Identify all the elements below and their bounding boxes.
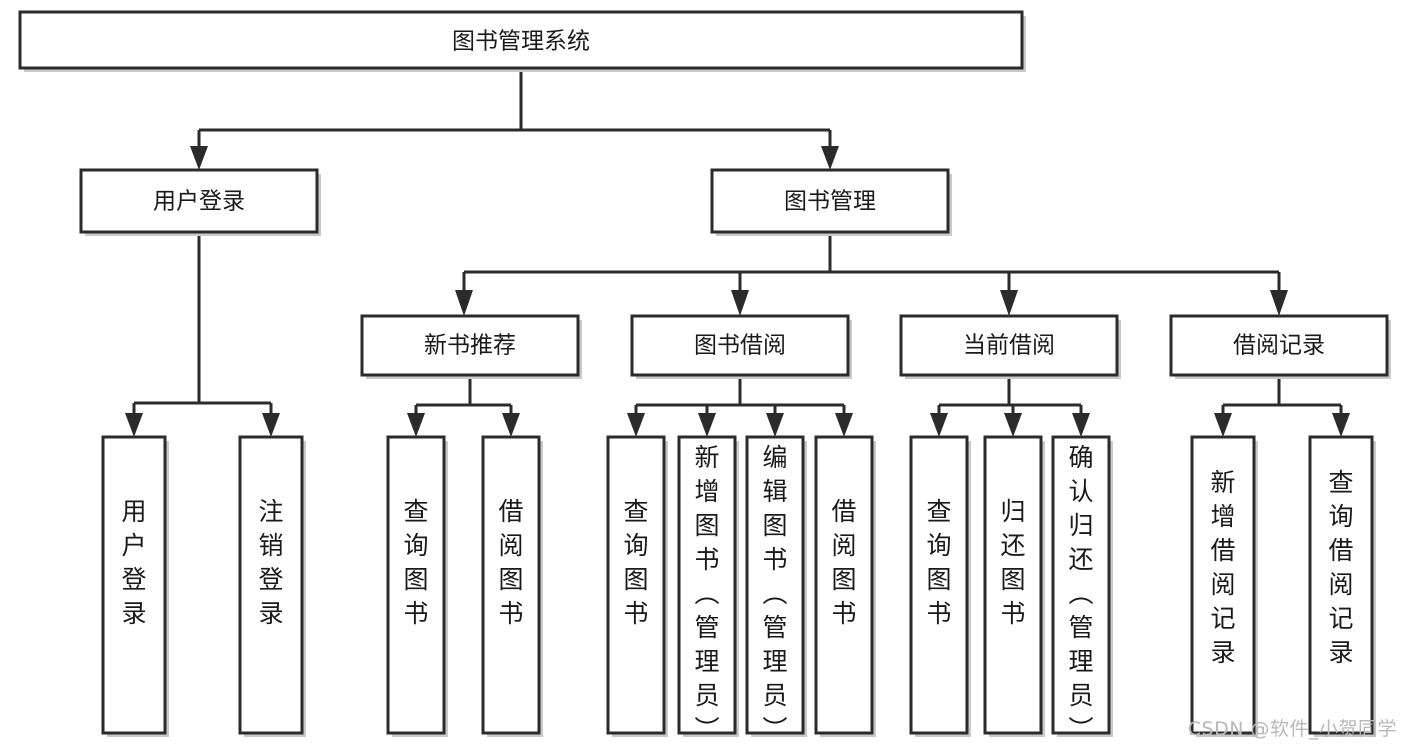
- arrow-borrow-leaf-1: [627, 413, 645, 437]
- leaf-node[interactable]: 确认归还︵管理员︶: [1051, 435, 1113, 744]
- leaf-box-return-book[interactable]: [983, 435, 1043, 735]
- arrow-books-to-newbook: [455, 290, 473, 316]
- leaf-box-query-borrow-record[interactable]: [1308, 435, 1374, 735]
- node-book-borrow-box[interactable]: [630, 314, 850, 377]
- node-book-management-label: 图书管理: [784, 189, 876, 215]
- leaf-node[interactable]: 查询图书: [909, 435, 971, 737]
- arrow-books-to-borrow: [731, 290, 749, 316]
- leaf-box-add-book-admin[interactable]: [677, 435, 737, 735]
- csdn-watermark: CSDN @软件_小贺同学: [1187, 718, 1397, 740]
- node-new-book-recommend-box[interactable]: [360, 314, 580, 377]
- leaf-box-add-borrow-record[interactable]: [1190, 435, 1256, 735]
- node-current-borrow-box[interactable]: [899, 314, 1119, 377]
- node-book-borrow[interactable]: 图书借阅: [630, 314, 852, 379]
- leaf-box-query-book-1[interactable]: [386, 435, 446, 735]
- leaf-node[interactable]: 用户登录: [101, 435, 169, 737]
- connector-layer: [125, 68, 1350, 437]
- leaf-label: 查询借阅记录: [1328, 468, 1353, 667]
- arrow-books-to-record: [1270, 290, 1288, 316]
- leaf-nodes-layer: 用户登录 注销登录 查询图书 借阅图书 查询图书: [101, 435, 1376, 744]
- node-book-management-box[interactable]: [710, 168, 950, 234]
- leaf-box-confirm-return-admin[interactable]: [1051, 435, 1111, 735]
- arrow-newbook-leaf-2: [502, 413, 520, 437]
- arrow-root-to-login: [190, 146, 208, 170]
- node-root-box[interactable]: [18, 10, 1024, 70]
- node-borrow-record-label: 借阅记录: [1233, 333, 1325, 359]
- leaf-node[interactable]: 编辑图书︵管理员︶: [745, 435, 807, 744]
- arrow-record-leaf-2: [1332, 413, 1350, 437]
- leaf-node[interactable]: 查询图书: [386, 435, 448, 737]
- arrow-login-leaf-1: [125, 413, 143, 437]
- node-book-management[interactable]: 图书管理: [710, 168, 952, 236]
- node-user-login[interactable]: 用户登录: [79, 168, 321, 236]
- leaf-label: 注销登录: [258, 497, 283, 628]
- leaf-label: 用户登录: [121, 497, 146, 628]
- arrow-root-to-books: [821, 146, 839, 170]
- node-current-borrow-label: 当前借阅: [963, 333, 1055, 359]
- node-user-login-label: 用户登录: [153, 189, 245, 215]
- node-borrow-record[interactable]: 借阅记录: [1169, 314, 1391, 379]
- leaf-label: 借阅图书: [831, 497, 856, 628]
- leaf-box-borrow-book-1[interactable]: [481, 435, 541, 735]
- node-root-label: 图书管理系统: [452, 29, 590, 55]
- leaf-node[interactable]: 归还图书: [983, 435, 1045, 737]
- leaf-box-query-book-2[interactable]: [606, 435, 666, 735]
- arrow-current-leaf-1: [930, 413, 948, 437]
- arrow-borrow-leaf-2: [698, 413, 716, 437]
- leaf-box-query-book-3[interactable]: [909, 435, 969, 735]
- arrow-login-leaf-2: [262, 413, 280, 437]
- arrow-borrow-leaf-4: [835, 413, 853, 437]
- leaf-label: 新增图书︵管理员︶: [694, 443, 719, 744]
- leaf-box-logout[interactable]: [238, 435, 304, 735]
- arrow-books-to-current: [1000, 290, 1018, 316]
- leaf-node[interactable]: 借阅图书: [814, 435, 876, 737]
- leaf-label: 编辑图书︵管理员︶: [762, 443, 787, 744]
- leaf-node[interactable]: 查询借阅记录: [1308, 435, 1376, 737]
- node-root[interactable]: 图书管理系统: [18, 10, 1026, 72]
- arrow-record-leaf-1: [1214, 413, 1232, 437]
- leaf-label: 新增借阅记录: [1210, 468, 1235, 667]
- leaf-label: 归还图书: [1000, 497, 1025, 628]
- node-new-book-recommend-label: 新书推荐: [424, 333, 516, 359]
- leaf-box-borrow-book-2[interactable]: [814, 435, 874, 735]
- leaf-label: 查询图书: [623, 497, 648, 628]
- leaf-node[interactable]: 注销登录: [238, 435, 306, 737]
- node-user-login-box[interactable]: [79, 168, 319, 234]
- leaf-label: 查询图书: [403, 497, 428, 628]
- node-new-book-recommend[interactable]: 新书推荐: [360, 314, 582, 379]
- leaf-label: 确认归还︵管理员︶: [1068, 443, 1093, 744]
- node-borrow-record-box[interactable]: [1169, 314, 1389, 377]
- leaf-node[interactable]: 新增图书︵管理员︶: [677, 435, 739, 744]
- leaf-node[interactable]: 借阅图书: [481, 435, 543, 737]
- leaf-label: 查询图书: [926, 497, 951, 628]
- leaf-label: 借阅图书: [498, 497, 523, 628]
- node-book-borrow-label: 图书借阅: [694, 333, 786, 359]
- node-current-borrow[interactable]: 当前借阅: [899, 314, 1121, 379]
- arrow-newbook-leaf-1: [407, 413, 425, 437]
- leaf-node[interactable]: 新增借阅记录: [1190, 435, 1258, 737]
- leaf-box-edit-book-admin[interactable]: [745, 435, 805, 735]
- arrow-current-leaf-2: [1004, 413, 1022, 437]
- arrow-borrow-leaf-3: [766, 413, 784, 437]
- leaf-node[interactable]: 查询图书: [606, 435, 668, 737]
- arrow-current-leaf-3: [1072, 413, 1090, 437]
- leaf-box-user-login[interactable]: [101, 435, 167, 735]
